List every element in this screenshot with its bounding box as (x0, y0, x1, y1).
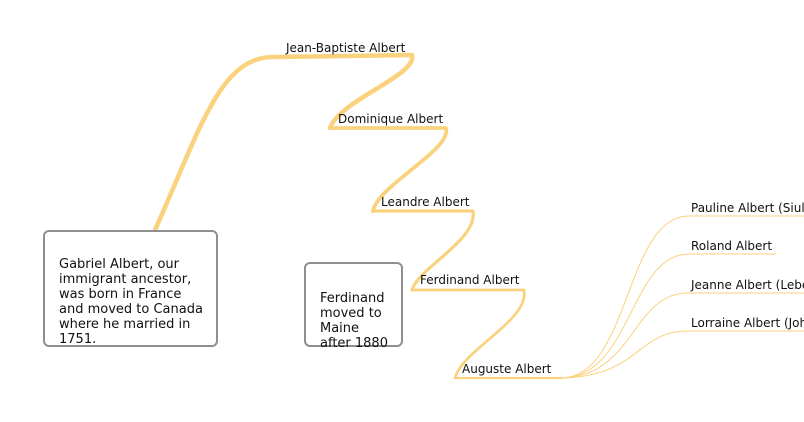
note-gabriel-albert-text: Gabriel Albert, our immigrant ancestor, … (59, 257, 203, 347)
note-gabriel-albert[interactable]: Gabriel Albert, our immigrant ancestor, … (43, 230, 218, 347)
node-roland-albert[interactable]: Roland Albert (691, 239, 773, 253)
branch-dominique-to-leandre (371, 209, 475, 292)
branch-auguste-to-jeanne (561, 292, 804, 379)
branch-gabriel-to-jean-baptiste (152, 52, 415, 233)
note-ferdinand-albert[interactable]: Ferdinand moved to Maine after 1880 (304, 262, 403, 351)
node-leandre-albert[interactable]: Leandre Albert (381, 195, 470, 209)
node-jeanne-albert[interactable]: Jeanne Albert (Lebe (691, 278, 804, 292)
node-dominique-albert[interactable]: Dominique Albert (338, 112, 444, 126)
branch-auguste-to-lorraine (561, 330, 804, 379)
branch-jean-baptiste-to-dominique (328, 126, 448, 213)
node-ferdinand-albert[interactable]: Ferdinand Albert (420, 273, 520, 287)
branch-leandre-to-ferdinand (410, 288, 526, 380)
branch-auguste-to-pauline (561, 215, 804, 379)
node-pauline-albert[interactable]: Pauline Albert (Siuli (691, 201, 804, 215)
node-jean-baptiste-albert[interactable]: Jean-Baptiste Albert (286, 41, 406, 55)
note-ferdinand-albert-text: Ferdinand moved to Maine after 1880 (320, 291, 388, 351)
branch-auguste-to-roland (561, 253, 777, 379)
node-auguste-albert[interactable]: Auguste Albert (462, 362, 552, 376)
branch-connectors (152, 52, 804, 380)
node-lorraine-albert[interactable]: Lorraine Albert (Joh (691, 316, 804, 330)
